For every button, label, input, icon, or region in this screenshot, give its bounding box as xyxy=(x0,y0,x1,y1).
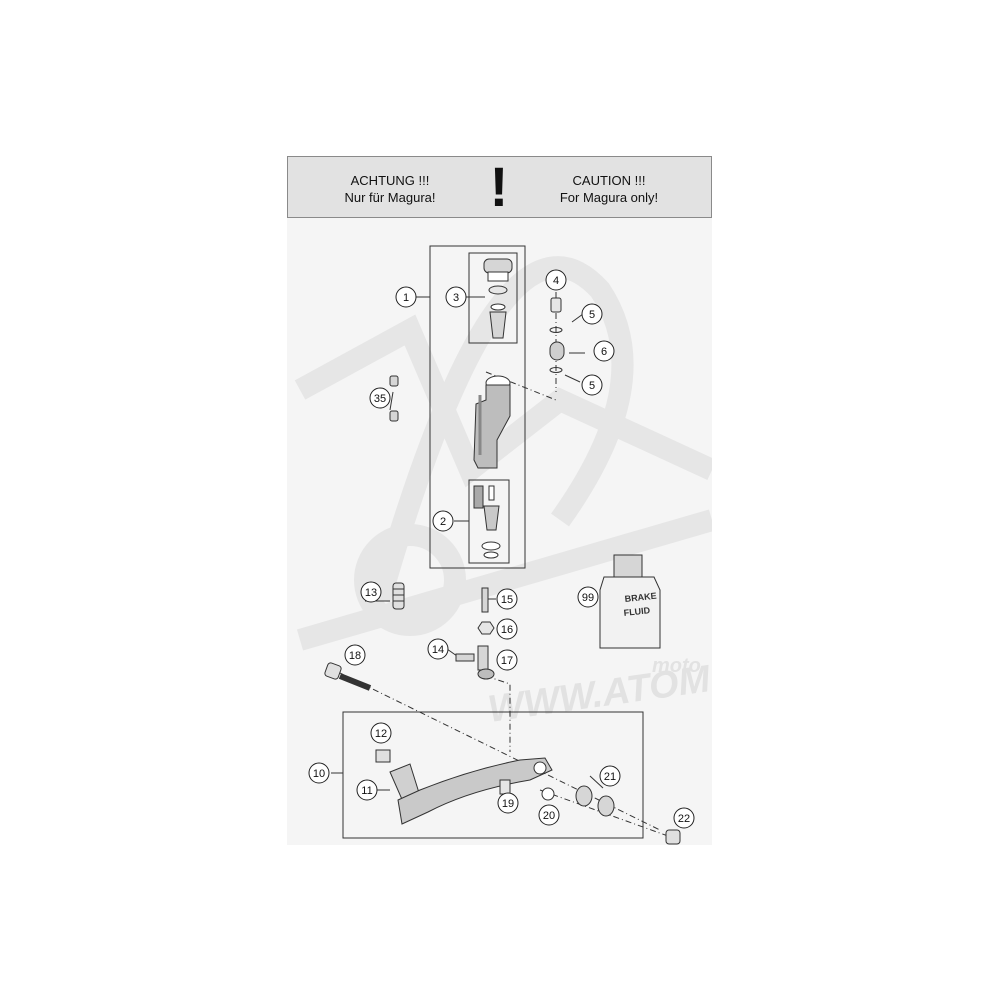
callout-circle xyxy=(445,286,467,308)
callout-number: 10 xyxy=(313,768,325,780)
exclamation-icon: ! xyxy=(489,155,509,218)
callout-number: 21 xyxy=(604,771,616,783)
callout-c15: 15 xyxy=(496,588,518,610)
callout-number: 35 xyxy=(374,393,386,405)
reservoir-cap-part xyxy=(483,258,513,339)
callout-c13: 13 xyxy=(360,581,382,603)
callout-circle xyxy=(496,588,518,610)
callout-c5a: 5 xyxy=(581,303,603,325)
callout-c18: 18 xyxy=(344,644,366,666)
callout-circle xyxy=(593,340,615,362)
pushrod-parts xyxy=(455,587,495,680)
brake-pedal-assembly-box xyxy=(342,711,644,839)
callout-c99: 99 xyxy=(577,586,599,608)
english-warning: CAUTION !!! For Magura only! xyxy=(519,172,699,206)
english-warning-heading: CAUTION !!! xyxy=(572,173,646,188)
callout-circle xyxy=(497,792,519,814)
callout-c5b: 5 xyxy=(581,374,603,396)
callout-circle xyxy=(581,303,603,325)
watermark-text: WWW.ATOM moto xyxy=(485,655,714,731)
callout-circle xyxy=(545,269,567,291)
master-cylinder-assembly-box xyxy=(429,245,526,569)
callout-c6: 6 xyxy=(593,340,615,362)
callout-c3: 3 xyxy=(445,286,467,308)
callout-c14: 14 xyxy=(427,638,449,660)
callout-circle xyxy=(360,581,382,603)
callout-number: 6 xyxy=(601,346,607,358)
callout-circle xyxy=(496,649,518,671)
mounting-screws-part xyxy=(389,375,399,422)
callout-number: 99 xyxy=(582,592,594,604)
callout-c20: 20 xyxy=(538,804,560,826)
callout-number: 11 xyxy=(361,785,372,797)
callout-circle xyxy=(369,387,391,409)
callout-circle xyxy=(673,807,695,829)
german-warning: ACHTUNG !!! Nur für Magura! xyxy=(300,172,480,206)
brake-fluid-bottle: BRAKE FLUID xyxy=(599,554,661,649)
callout-c10: 10 xyxy=(308,762,330,784)
german-warning-heading: ACHTUNG !!! xyxy=(350,173,430,188)
callout-number: 20 xyxy=(543,810,555,822)
callout-number: 12 xyxy=(375,728,387,740)
caution-banner: ACHTUNG !!! Nur für Magura! ! CAUTION !!… xyxy=(287,156,712,218)
callout-c21: 21 xyxy=(599,765,621,787)
callout-circle xyxy=(344,644,366,666)
callout-number: 14 xyxy=(432,644,444,656)
callout-number: 16 xyxy=(501,624,513,636)
master-cylinder-body-part xyxy=(473,375,511,469)
brake-pedal-arm-part xyxy=(397,757,553,825)
english-warning-text: For Magura only! xyxy=(559,190,659,205)
brake-fluid-label-line2: FLUID xyxy=(623,605,651,618)
callout-c11: 11 xyxy=(356,779,378,801)
callout-circle xyxy=(432,510,454,532)
callout-number: 1 xyxy=(403,292,409,304)
callout-number: 4 xyxy=(553,275,559,287)
callout-c1: 1 xyxy=(395,286,417,308)
leader-lines xyxy=(331,292,604,791)
callout-c19: 19 xyxy=(497,792,519,814)
callout-c17: 17 xyxy=(496,649,518,671)
pedal-bushing-parts xyxy=(499,779,681,845)
callout-circle xyxy=(599,765,621,787)
callout-c35: 35 xyxy=(369,387,391,409)
callout-number: 5 xyxy=(589,380,595,392)
callout-c16: 16 xyxy=(496,618,518,640)
callout-circle xyxy=(577,586,599,608)
callout-c22: 22 xyxy=(673,807,695,829)
callout-circle xyxy=(370,722,392,744)
watermark-moto: moto xyxy=(652,655,701,677)
callout-number: 3 xyxy=(453,292,459,304)
watermark-logo xyxy=(294,256,717,651)
callout-number: 18 xyxy=(349,650,361,662)
callout-number: 17 xyxy=(501,655,513,667)
callout-number: 15 xyxy=(501,594,513,606)
callout-number: 2 xyxy=(440,516,446,528)
callout-circle xyxy=(427,638,449,660)
reservoir-kit-box xyxy=(468,252,518,344)
callout-circle xyxy=(356,779,378,801)
callout-circle xyxy=(308,762,330,784)
exploded-parts-diagram: WWW.ATOM moto xyxy=(287,218,717,845)
callout-number: 13 xyxy=(365,587,377,599)
german-warning-text: Nur für Magura! xyxy=(344,190,436,205)
brake-fluid-label-line1: BRAKE xyxy=(624,591,657,604)
callout-c12: 12 xyxy=(370,722,392,744)
callout-circle xyxy=(581,374,603,396)
banjo-fitting-parts xyxy=(549,297,565,373)
callout-circle xyxy=(395,286,417,308)
callout-circle xyxy=(538,804,560,826)
callout-c2: 2 xyxy=(432,510,454,532)
callout-number: 19 xyxy=(502,798,514,810)
callout-circle xyxy=(496,618,518,640)
return-spring-part xyxy=(392,582,405,610)
callout-c4: 4 xyxy=(545,269,567,291)
callout-number: 5 xyxy=(589,309,595,321)
callout-number: 22 xyxy=(678,813,690,825)
piston-kit-parts xyxy=(473,485,501,559)
pivot-bolt-part xyxy=(324,662,372,691)
